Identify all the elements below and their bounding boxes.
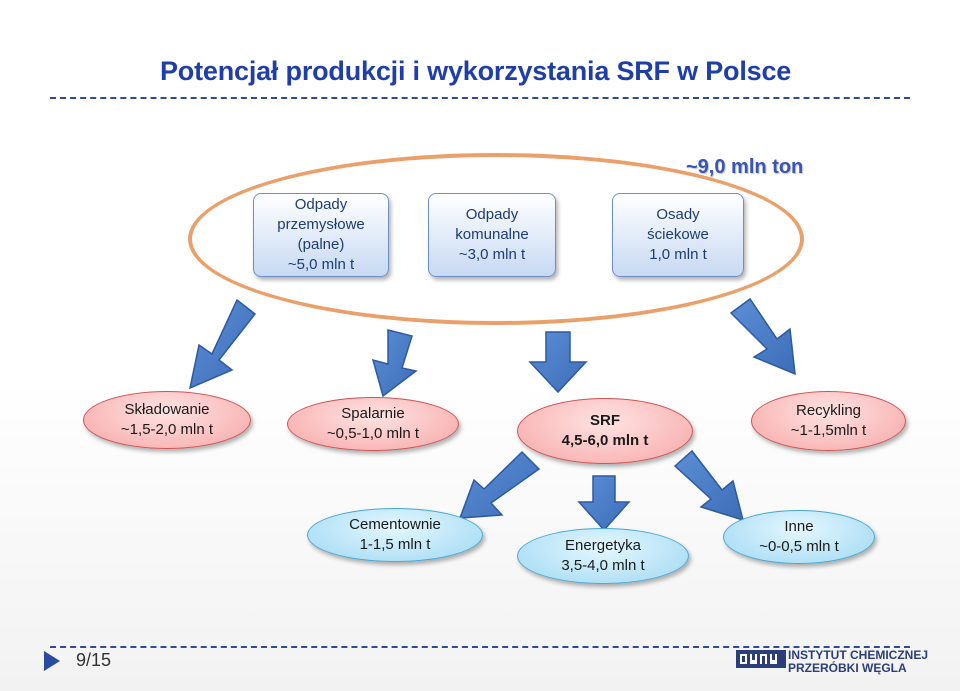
node-line: Inne [784,518,814,535]
node-line: SRF [590,412,620,429]
source-line: przemysłowe [277,216,365,233]
node-other: Inne ~0-0,5 mln t [723,510,875,564]
arrow-to-energy [577,475,631,532]
node-landfill: Składowanie ~1,5-2,0 mln t [83,391,251,449]
node-line: ~1,5-2,0 mln t [120,421,214,438]
node-srf: SRF 4,5-6,0 mln t [517,398,693,464]
source-line: ~5,0 mln t [287,256,355,273]
arrow-to-cement [458,450,541,519]
page-number: 9/15 [76,650,112,670]
source-industrial-waste: Odpady przemysłowe (palne) ~5,0 mln t [253,193,389,277]
arrow-to-other [673,449,745,522]
institute-name-line: INSTYTUT CHEMICZNEJ [788,648,929,662]
node-line: Energetyka [565,537,641,554]
source-line: ~3,0 mln t [458,246,526,263]
source-line: (palne) [297,236,345,253]
next-slide-icon[interactable] [44,651,60,671]
source-municipal-waste: Odpady komunalne ~3,0 mln t [428,193,556,277]
footer-divider [50,646,910,648]
arrow-to-srf [528,331,588,394]
sources-ellipse [188,153,804,325]
source-line: ściekowe [647,226,709,243]
node-line: ~0,5-1,0 mln t [326,425,420,442]
node-line: 4,5-6,0 mln t [561,432,649,449]
total-label: ~9,0 mln ton [686,156,804,178]
node-cement: Cementownie 1-1,5 mln t [307,508,483,562]
header-divider [50,97,910,99]
arrow-to-recycling [729,297,796,376]
node-line: ~0-0,5 mln t [759,538,839,555]
source-sewage-sludge: Osady ściekowe 1,0 mln t [612,193,744,277]
source-line: 1,0 mln t [649,246,707,263]
source-line: Odpady [465,206,519,223]
node-line: ~1-1,5mln t [790,422,867,439]
source-line: Osady [656,206,700,223]
node-line: Składowanie [124,401,210,418]
institute-logo-icon [736,650,786,668]
source-line: Odpady [294,196,348,213]
node-energy: Energetyka 3,5-4,0 mln t [517,528,689,584]
institute-name-line: PRZERÓBKI WĘGLA [788,661,907,675]
node-line: Spalarnie [341,405,405,422]
node-recycling: Recykling ~1-1,5mln t [751,391,906,451]
arrow-to-incineration [371,329,418,398]
node-line: 1-1,5 mln t [359,536,431,553]
institute-name: INSTYTUT CHEMICZNEJ PRZERÓBKI WĘGLA [788,649,928,675]
source-line: komunalne [455,226,529,243]
node-line: Cementownie [349,516,441,533]
page-title: Potencjał produkcji i wykorzystania SRF … [160,56,792,86]
node-incineration: Spalarnie ~0,5-1,0 mln t [287,397,459,451]
node-line: Recykling [795,402,862,419]
node-line: 3,5-4,0 mln t [561,557,645,574]
arrow-to-landfill [188,298,257,390]
